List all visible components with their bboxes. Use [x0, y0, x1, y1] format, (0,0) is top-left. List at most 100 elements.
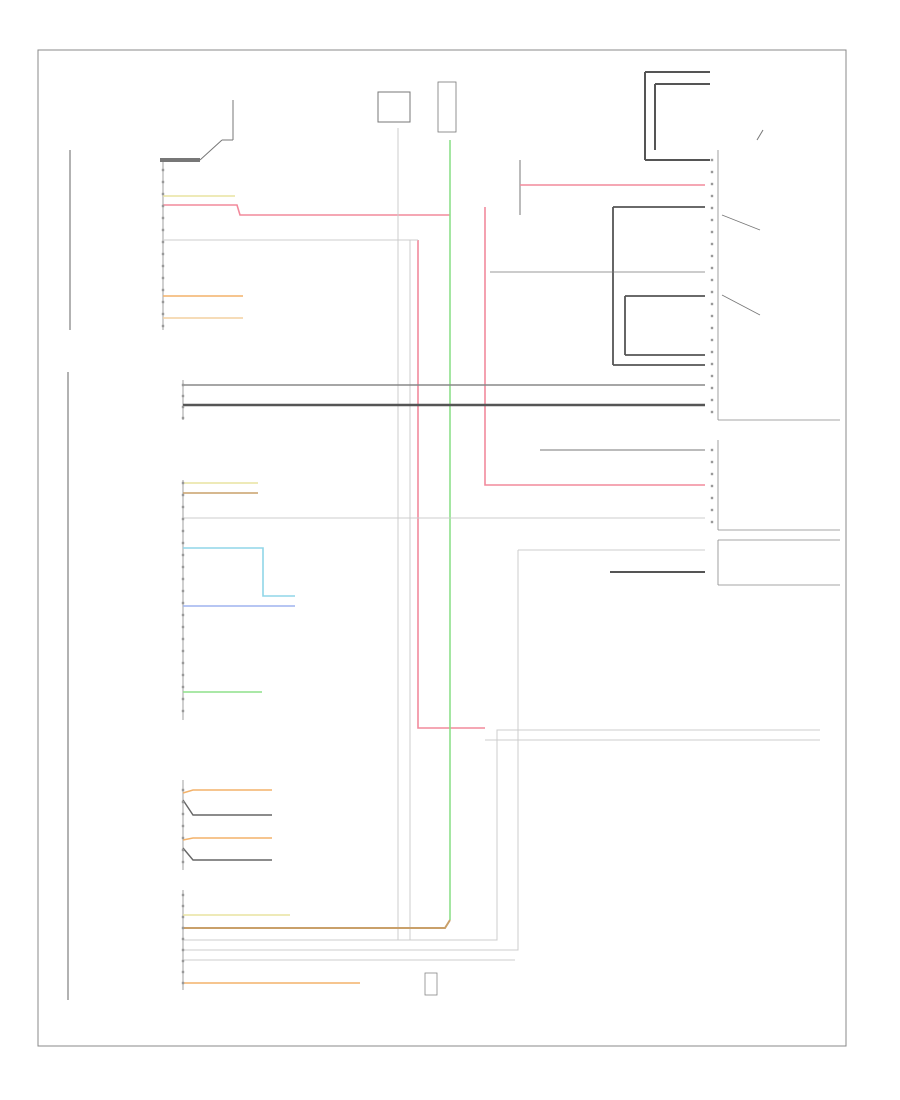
upper-connector-pin — [161, 252, 165, 256]
right-module-lower — [717, 440, 840, 531]
pin-markers — [161, 158, 714, 985]
upper-connector-pin — [161, 180, 165, 184]
right-connector-pin — [710, 290, 714, 294]
lower-connector-pin — [181, 394, 185, 398]
right-connector-pin — [710, 460, 714, 464]
green-wire-group — [183, 140, 451, 920]
relay-switch-group — [490, 160, 761, 366]
upper-connector-pin — [161, 276, 165, 280]
right-connector-pin — [710, 338, 714, 342]
lower-connector-pin — [181, 788, 185, 792]
right-connector-pin — [710, 158, 714, 162]
lower-connector-pin — [181, 709, 185, 713]
right-connector-pin — [710, 398, 714, 402]
lower-connector-pin — [181, 481, 185, 485]
dark-bus-wires — [183, 384, 705, 573]
red-wire-group — [163, 184, 705, 729]
right-connector-pin — [710, 386, 714, 390]
lower-connector-pin — [181, 416, 185, 420]
upper-connector-pin — [161, 192, 165, 196]
right-connector-pin — [710, 484, 714, 488]
upper-connector-pin — [161, 168, 165, 172]
lower-connector-pin — [181, 625, 185, 629]
lower-connector-pin — [181, 848, 185, 852]
yellow-wire-group — [163, 195, 290, 916]
right-connector-pin — [710, 496, 714, 500]
upper-connector-pin — [161, 228, 165, 232]
right-connector-pin — [710, 302, 714, 306]
fuse-block-component — [437, 81, 457, 133]
right-connector-pin — [710, 314, 714, 318]
orange-wire-group — [163, 295, 360, 984]
upper-connector-pin — [161, 324, 165, 328]
lower-connector-pin — [181, 405, 185, 409]
right-connector-pin — [710, 182, 714, 186]
right-connector-pin — [710, 242, 714, 246]
right-control-unit — [644, 71, 840, 421]
antenna-component — [199, 100, 234, 161]
lower-connector-pin — [181, 860, 185, 864]
lower-connector-pin — [181, 383, 185, 387]
lower-connector-pin — [181, 613, 185, 617]
upper-connector-pin — [161, 288, 165, 292]
upper-connector-pin — [161, 312, 165, 316]
lower-connector-pin — [181, 637, 185, 641]
bottom-connector-component — [424, 972, 438, 996]
lower-connector-pin — [181, 673, 185, 677]
right-connector-pin — [710, 278, 714, 282]
lower-connector-pin — [181, 601, 185, 605]
right-connector-pin — [710, 170, 714, 174]
lower-connector-pin — [181, 553, 185, 557]
right-connector-pin — [710, 206, 714, 210]
lower-connector-pin — [181, 649, 185, 653]
right-connector-pin — [710, 266, 714, 270]
tan-wire-group — [183, 492, 451, 929]
lower-connector-pin — [181, 904, 185, 908]
right-connector-pin — [710, 326, 714, 330]
lower-connector-pin — [181, 493, 185, 497]
right-connector-pin — [710, 218, 714, 222]
lower-connector-pin — [181, 589, 185, 593]
gray-wire-group — [163, 128, 820, 961]
right-connector-pin — [710, 508, 714, 512]
lower-connector-pin — [181, 893, 185, 897]
lower-connector-pin — [181, 529, 185, 533]
right-connector-pin — [710, 520, 714, 524]
lower-connector-pin — [181, 836, 185, 840]
lower-connector-pin — [181, 959, 185, 963]
lower-connector-pin — [181, 517, 185, 521]
right-connector-pin — [710, 374, 714, 378]
lower-connector-pin — [181, 937, 185, 941]
lower-connector-pin — [181, 812, 185, 816]
right-connector-pin — [710, 254, 714, 258]
lower-connector-pin — [181, 800, 185, 804]
upper-connector-pin — [161, 204, 165, 208]
right-connector-pin — [710, 472, 714, 476]
right-connector-pin — [710, 230, 714, 234]
upper-connector-pin — [161, 264, 165, 268]
short-dark-wires — [182, 799, 272, 861]
right-connector-pin — [710, 362, 714, 366]
amplifier-component — [377, 91, 411, 123]
blue-wire-group — [183, 547, 295, 607]
lower-connector-pin — [181, 541, 185, 545]
right-connector-pin — [710, 448, 714, 452]
upper-connector-pin — [161, 216, 165, 220]
right-connector-pin — [710, 410, 714, 414]
lower-connector-pin — [181, 824, 185, 828]
external-antenna-module — [717, 539, 840, 586]
lower-connector-pin — [181, 661, 185, 665]
lower-connector-pin — [181, 697, 185, 701]
lower-connector-pin — [181, 970, 185, 974]
upper-connector-pin — [161, 300, 165, 304]
lower-connector-pin — [181, 685, 185, 689]
lower-connector-pin — [181, 577, 185, 581]
lower-connector-pin — [181, 505, 185, 509]
lower-connector-pin — [181, 926, 185, 930]
lower-connector-pin — [181, 948, 185, 952]
diagram-frame — [37, 49, 847, 1047]
lower-connector-pin — [181, 981, 185, 985]
right-connector-pin — [710, 350, 714, 354]
right-connector-pin — [710, 194, 714, 198]
left-connector-upper — [160, 158, 200, 330]
